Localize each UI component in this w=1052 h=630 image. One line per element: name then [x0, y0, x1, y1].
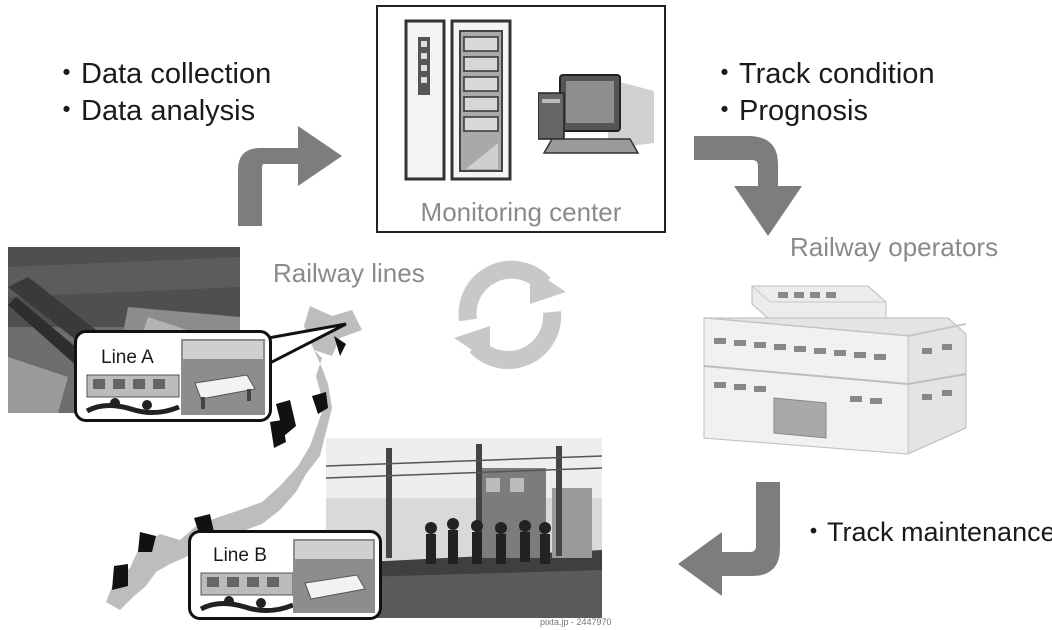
line-a-device-photo — [181, 339, 265, 415]
monitoring-center-label: Monitoring center — [420, 197, 622, 227]
train-icon — [199, 572, 294, 613]
data-collection-text: ・Data collection — [52, 58, 272, 90]
computer-icon — [538, 74, 654, 154]
line-a-callout: Line A — [74, 330, 272, 422]
photo-credit: pixta.jp - 2447970 — [540, 617, 612, 627]
cycle-icon — [454, 260, 566, 369]
arrow-to-operators-icon — [694, 136, 802, 236]
building-icon — [703, 285, 967, 455]
train-icon — [85, 374, 180, 415]
prognosis-text: ・Prognosis — [710, 95, 868, 127]
arrow-maintenance-icon — [678, 482, 780, 596]
line-a-callout-pointer — [268, 322, 347, 366]
railway-lines-label: Railway lines — [273, 258, 425, 288]
line-b-callout: Line B — [188, 530, 382, 620]
line-b-label: Line B — [213, 545, 267, 566]
monitoring-center-box: Monitoring center — [376, 5, 666, 233]
arrow-to-center-icon — [238, 126, 342, 226]
railway-operators-label: Railway operators — [790, 232, 999, 262]
data-analysis-text: ・Data analysis — [52, 95, 256, 127]
line-b-device-photo — [293, 539, 375, 613]
line-a-label: Line A — [101, 347, 154, 368]
server-rack-icon — [404, 19, 512, 181]
track-maintenance-text: ・Track maintenance — [800, 517, 1052, 547]
track-condition-text: ・Track condition — [710, 58, 935, 90]
